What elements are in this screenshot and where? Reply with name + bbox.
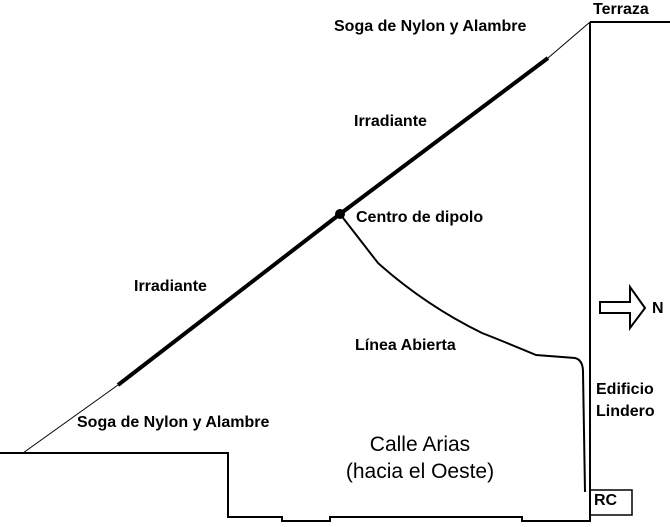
street-name: Calle Arias (369, 433, 471, 456)
arrow-right-icon (599, 283, 647, 331)
neighbor-building-label-2: Lindero (596, 403, 655, 420)
north-label: N (652, 300, 664, 317)
terrace-label: Terraza (593, 1, 649, 18)
radiator-lower (116, 212, 342, 387)
dipole-center-label: Centro de dipolo (356, 209, 484, 226)
ground-floor-box (589, 489, 633, 516)
rope-top-label: Soga de Nylon y Alambre (334, 18, 527, 35)
ground-floor-label: RC (594, 492, 618, 509)
rope-bottom-label: Soga de Nylon y Alambre (77, 414, 270, 431)
neighbor-building-label-1: Edificio (596, 381, 654, 398)
rope-bottom (22, 384, 119, 454)
open-line-label: Línea Abierta (355, 337, 456, 354)
ground-profile (0, 452, 591, 522)
radiator-top-label: Irradiante (354, 113, 427, 130)
radiator-upper (338, 56, 550, 216)
street-direction: (hacia el Oeste) (345, 460, 495, 484)
rope-top (547, 21, 591, 59)
open-line (339, 213, 586, 493)
street-label: Calle Arias (hacia el Oeste) (320, 431, 520, 486)
radiator-bottom-label: Irradiante (134, 278, 207, 295)
